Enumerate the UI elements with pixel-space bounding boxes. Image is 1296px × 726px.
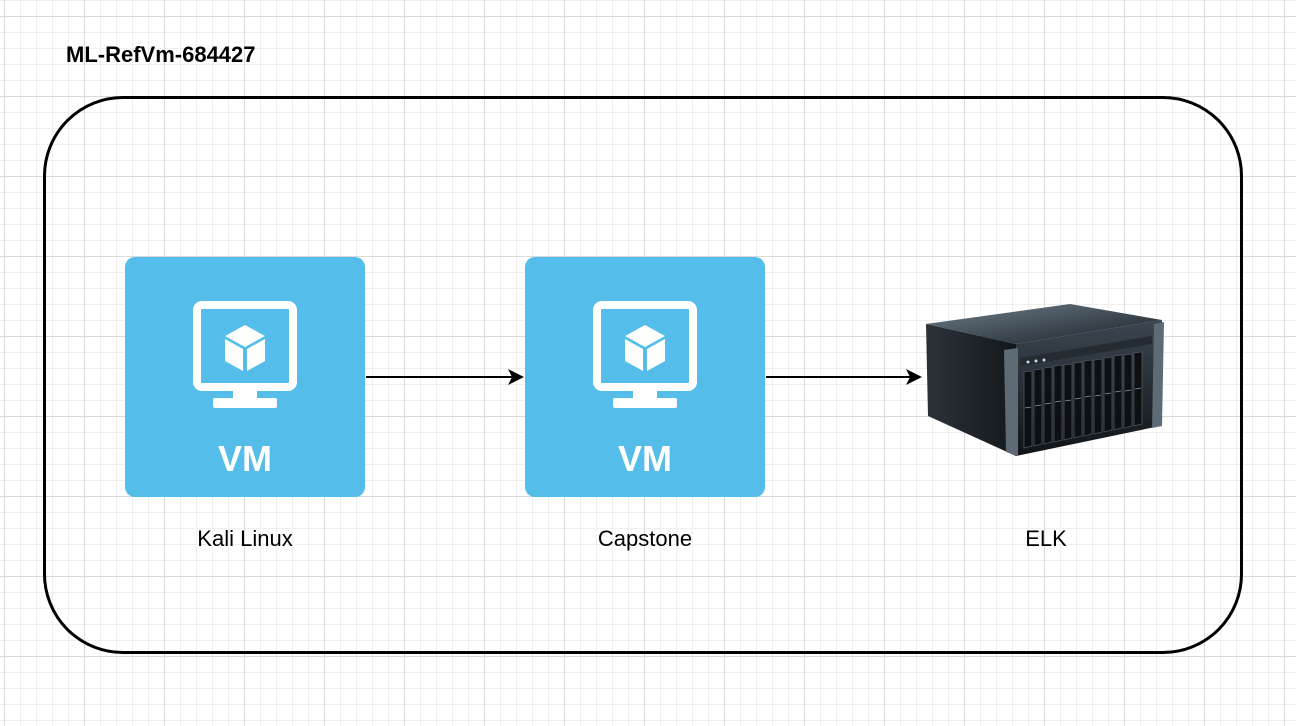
virtual-machine-monitor-icon xyxy=(193,301,297,408)
node-label-kali-linux: Kali Linux xyxy=(197,526,293,551)
diagram-title: ML-RefVm-684427 xyxy=(66,42,256,67)
arrowhead-icon xyxy=(508,369,524,385)
vm-node-kali-linux[interactable]: VM xyxy=(125,257,365,497)
node-label-capstone: Capstone xyxy=(597,526,693,551)
virtual-machine-monitor-icon xyxy=(593,301,697,408)
edge-capstone-to-elk[interactable] xyxy=(766,369,922,385)
vm-icon-label: VM xyxy=(218,438,272,479)
vm-node-capstone[interactable]: VM xyxy=(525,257,765,497)
edge-kali-to-capstone[interactable] xyxy=(366,369,524,385)
vm-group-container[interactable] xyxy=(43,96,1243,654)
arrowhead-icon xyxy=(906,369,922,385)
node-label-elk: ELK xyxy=(1025,526,1067,551)
vm-icon-label: VM xyxy=(618,438,672,479)
rack-server-icon[interactable] xyxy=(920,298,1168,462)
